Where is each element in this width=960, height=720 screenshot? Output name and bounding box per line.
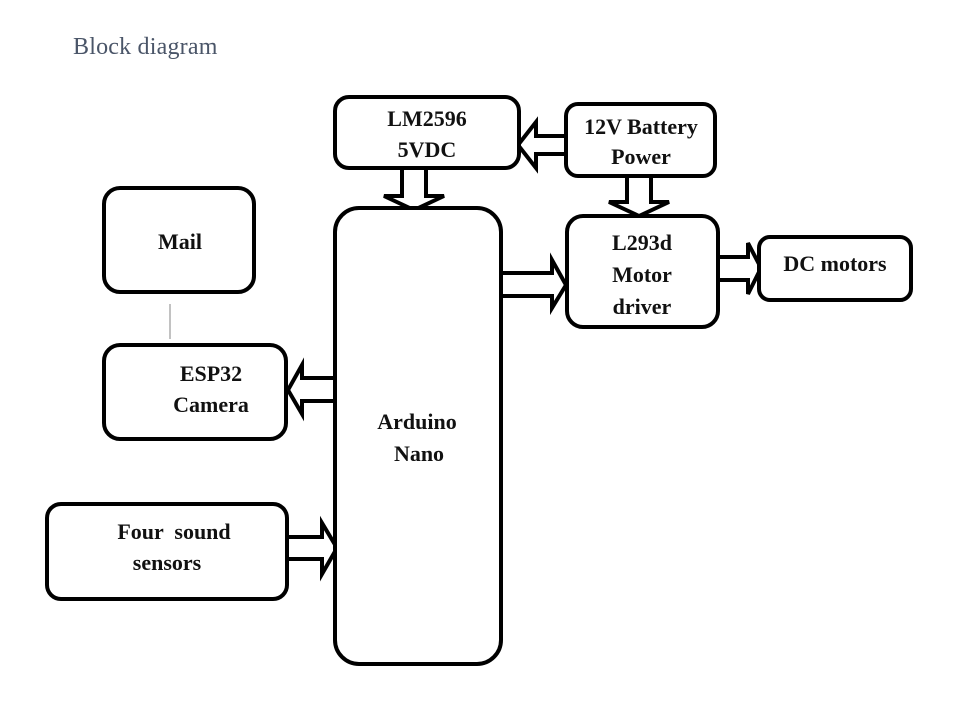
arrow-lm2596-to-arduino: [383, 168, 445, 213]
block-esp32-line-1: ESP32: [180, 361, 242, 386]
arrow-battery-to-lm2596: [515, 116, 568, 174]
block-lm2596-line-1: LM2596: [387, 106, 466, 131]
arrow-arduino-to-esp32: [285, 357, 335, 422]
block-lm2596: LM2596 5VDC: [333, 95, 521, 170]
block-arduino-line-2: Nano: [394, 441, 444, 466]
block-arduino: Arduino Nano: [333, 206, 503, 666]
block-l293d-line-3: driver: [613, 294, 672, 319]
block-dc-motors: DC motors: [757, 235, 913, 302]
block-battery-line-2: Power: [611, 144, 671, 169]
block-arduino-line-1: Arduino: [377, 409, 456, 434]
block-battery-line-1: 12V Battery: [584, 114, 698, 139]
arrow-l293d-to-dc-motors: [718, 242, 764, 295]
block-mail: Mail: [102, 186, 256, 294]
block-esp32: ESP32 Camera: [102, 343, 288, 441]
block-mail-line-1: Mail: [158, 229, 202, 254]
block-esp32-line-2: Camera: [173, 392, 249, 417]
arrow-battery-to-l293d: [608, 176, 670, 219]
block-l293d: L293d Motor driver: [565, 214, 720, 329]
arrow-sound-to-arduino: [288, 515, 340, 582]
block-sound-line-2: sensors: [133, 550, 202, 575]
diagram-title: Block diagram: [73, 34, 218, 60]
block-l293d-line-2: Motor: [612, 262, 672, 287]
block-l293d-line-1: L293d: [612, 230, 672, 255]
arrow-arduino-to-l293d: [502, 252, 569, 316]
block-dc-motors-line-1: DC motors: [783, 251, 887, 276]
block-sound-line-1: Four sound: [117, 519, 230, 544]
block-sound-sensors: Four sound sensors: [45, 502, 289, 601]
block-battery: 12V Battery Power: [564, 102, 717, 178]
block-lm2596-line-2: 5VDC: [398, 137, 457, 162]
